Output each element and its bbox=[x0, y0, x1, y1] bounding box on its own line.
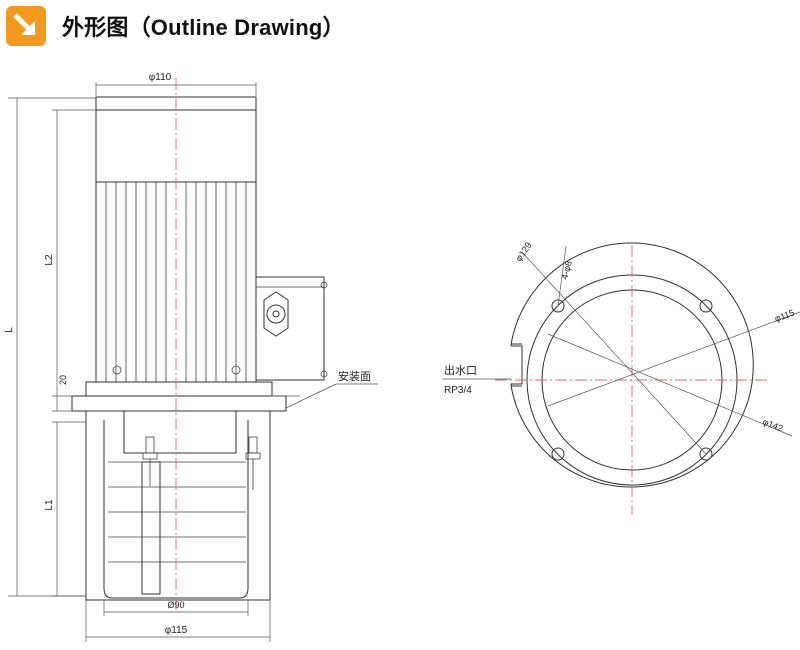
dim-total-length: L bbox=[4, 97, 96, 597]
dim-top-motor-diameter: φ110 bbox=[95, 72, 257, 96]
mounting-flange bbox=[71, 381, 287, 412]
dim-outer-diameter: φ142 bbox=[547, 333, 793, 437]
outlet-stub bbox=[510, 343, 523, 387]
dim-bottom-diameter: φ115 bbox=[85, 600, 271, 642]
svg-text:Ø90: Ø90 bbox=[167, 600, 184, 610]
section-header: 外形图（Outline Drawing） bbox=[6, 6, 345, 46]
dim-flange-thickness: 20 bbox=[52, 375, 72, 412]
top-view: φ129 4-φ8 φ115 φ142 出水口 RP3/4 bbox=[442, 240, 800, 515]
terminal-box bbox=[255, 276, 328, 381]
dim-bolt-circle: φ129 bbox=[513, 240, 707, 455]
dim-pump-length: L1 bbox=[44, 421, 86, 597]
svg-text:安装面: 安装面 bbox=[338, 369, 371, 383]
svg-text:L1: L1 bbox=[44, 499, 55, 511]
section-title: 外形图（Outline Drawing） bbox=[62, 15, 345, 40]
svg-text:φ142: φ142 bbox=[761, 417, 784, 434]
dim-motor-length: L2 bbox=[44, 109, 96, 396]
svg-text:φ115: φ115 bbox=[165, 625, 188, 636]
svg-text:出水口: 出水口 bbox=[444, 363, 477, 377]
dim-pump-diameter: Ø90 bbox=[103, 600, 249, 616]
mounting-surface-callout: 安装面 bbox=[272, 369, 378, 409]
section-badge bbox=[6, 6, 46, 46]
svg-text:L2: L2 bbox=[44, 254, 55, 266]
arrow-down-right-icon bbox=[13, 13, 36, 36]
outlet-callout: 出水口 RP3/4 bbox=[442, 363, 511, 396]
svg-text:4-φ8: 4-φ8 bbox=[559, 260, 574, 281]
svg-text:RP3/4: RP3/4 bbox=[444, 385, 472, 396]
svg-text:L: L bbox=[4, 327, 15, 333]
svg-text:φ115: φ115 bbox=[773, 308, 795, 324]
side-view: φ110 L L2 20 L1 bbox=[4, 72, 378, 642]
dim-holes: 4-φ8 bbox=[557, 245, 574, 307]
pump-body bbox=[85, 410, 271, 601]
outer-circle bbox=[510, 242, 754, 488]
svg-text:φ110: φ110 bbox=[149, 72, 172, 83]
svg-text:20: 20 bbox=[58, 375, 68, 385]
mounting-holes bbox=[551, 299, 713, 461]
svg-text:φ129: φ129 bbox=[513, 240, 533, 263]
